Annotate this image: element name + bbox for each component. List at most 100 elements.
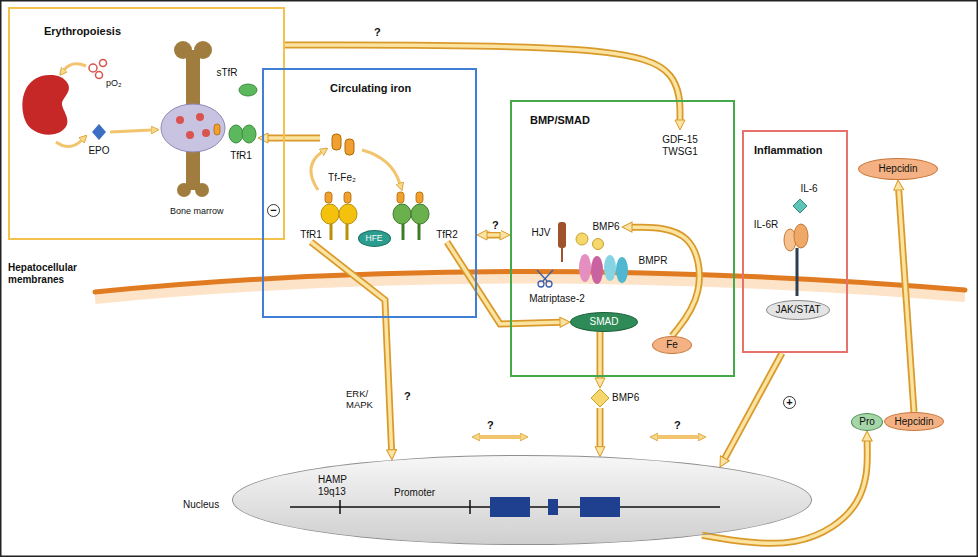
box-text: EPO (88, 145, 109, 157)
connector-arrow (600, 408, 601, 447)
box-text: BMP/SMAD (530, 114, 590, 127)
box-text: TfR1 (230, 150, 252, 162)
transferrin-iron (325, 192, 332, 203)
il6-receptor (796, 248, 799, 296)
bmp6-ligand (576, 233, 604, 250)
connector-arrow (632, 227, 699, 336)
bmp6-diamond (591, 389, 609, 407)
box-text: IL-6R (754, 219, 778, 231)
ligand-label: BMP6 (590, 388, 644, 408)
tfr2-receptor (393, 204, 429, 240)
connector-path (632, 227, 699, 336)
gene-map (290, 497, 720, 517)
transferrin-label: Tf-Fe₂ (320, 128, 364, 188)
tissue-label: Bone marrow (170, 206, 224, 217)
sign-symbol: + (783, 396, 796, 409)
region-label: Promoter (394, 487, 435, 499)
marrow-cells (161, 104, 225, 152)
gene-label: HAMP 19q13 (318, 474, 352, 498)
connector-path (311, 242, 392, 450)
bmp-receptor (616, 257, 628, 283)
small-arrow (56, 140, 82, 147)
connector-path (702, 441, 867, 543)
scissors-symbol (538, 281, 544, 287)
membrane-label: Hepatocellular membranes (8, 262, 94, 286)
connector-path (311, 242, 392, 450)
iron-pill: Fe (652, 336, 692, 354)
nucleus-ellipse: Nucleus (232, 455, 812, 545)
region-box: BMP/SMADHJVBMP6BMPRMatriptase-2SMADFeGDF… (510, 100, 735, 377)
sign-symbol: − (267, 204, 280, 217)
double-arrow (479, 435, 521, 439)
scissors-symbol (537, 270, 553, 287)
connector-arrow (899, 190, 914, 412)
connector-path (598, 332, 602, 378)
box-text: Matriptase-2 (529, 293, 585, 305)
nucleus-fill (233, 456, 811, 544)
marrow-cells (214, 124, 220, 135)
small-arrow (56, 64, 152, 147)
bone (174, 41, 192, 59)
marrow-cells (161, 104, 225, 152)
protein-label: HJV (528, 226, 554, 240)
transferrin-receptor (242, 125, 256, 143)
connector-path (632, 227, 699, 336)
tfr1-receptor (339, 204, 357, 224)
connector-path (285, 45, 680, 120)
tfr2-receptor (402, 224, 405, 240)
gas-label: pO₂ (106, 78, 122, 89)
receptor-label: IL-6R (750, 218, 782, 232)
edge-label: ? (490, 219, 501, 232)
box-text: Fe (666, 339, 678, 351)
box-text: Circulating iron (330, 82, 411, 95)
box-text: BMPR (639, 255, 668, 267)
signal-ellipse: SMAD (570, 312, 638, 332)
transferrin-iron (397, 192, 404, 203)
transferrin-iron (332, 134, 341, 150)
receptor-label: BMPR (636, 254, 670, 268)
hormone-ellipse: Hepcidin (858, 158, 938, 180)
bmp-receptor (591, 256, 603, 284)
box-text: JAK/STAT (775, 304, 820, 316)
box-text: Pro (859, 416, 875, 428)
connector-path (285, 45, 680, 120)
connector-arrow (268, 138, 320, 139)
bmp-receptor (604, 255, 616, 281)
region-box: ErythropoiesisEPOsTfRTfR1 (8, 7, 285, 240)
bmp6-diamond (591, 389, 609, 407)
il6-diamond (793, 199, 807, 213)
il6-receptor (794, 224, 808, 248)
box-text: HJV (532, 227, 551, 239)
double-arrow (657, 435, 699, 439)
marrow-cells (186, 131, 194, 139)
hjv-protein (558, 222, 566, 248)
receptor-label: TfR2 (432, 228, 462, 242)
tfr2-receptor (418, 224, 421, 240)
bmp-receptor (579, 254, 628, 284)
ligand-label: BMP6 (590, 220, 622, 234)
connector-arrow (600, 332, 601, 378)
protein-ellipse: HFE (358, 230, 391, 247)
marrow-cells (202, 129, 210, 137)
connector-path (597, 332, 604, 378)
double-arrow (479, 437, 699, 438)
box-text: Inflammation (754, 144, 822, 157)
tfr2-receptor (411, 204, 429, 224)
question-mark: ? (404, 390, 411, 403)
gene-map (339, 500, 341, 514)
il6-receptor (784, 224, 808, 296)
gene-map (490, 497, 530, 517)
receptor-label: TfR1 (224, 118, 258, 164)
signal-ellipse: JAK/STAT (766, 300, 830, 320)
scissors-symbol (543, 270, 553, 281)
gene-map (580, 497, 620, 517)
connector-path (899, 190, 914, 412)
connector-path (597, 408, 604, 447)
bone (195, 183, 209, 197)
gene-map (469, 500, 471, 514)
